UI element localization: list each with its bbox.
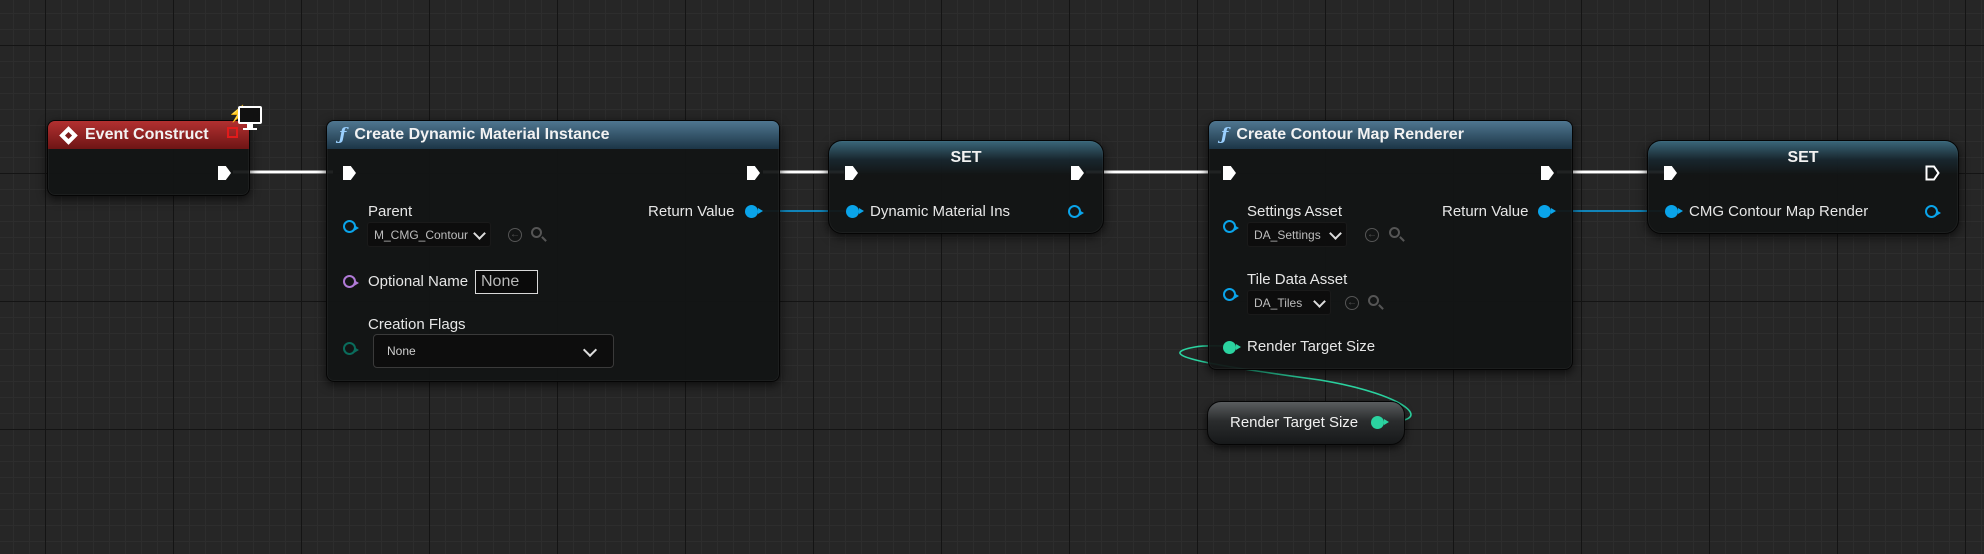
material-return-value-pin[interactable]	[745, 205, 763, 218]
create-contour-map-renderer-title: Create Contour Map Renderer	[1236, 126, 1464, 143]
event-construct-title: Event Construct	[85, 126, 209, 143]
material-return-value-label: Return Value	[648, 203, 735, 220]
browse-icon[interactable]	[1368, 295, 1379, 306]
create-dynamic-material-instance-header: ƒ Create Dynamic Material Instance	[327, 121, 779, 149]
renderer-return-value-label: Return Value	[1442, 203, 1529, 220]
monitor-icon: ⚡	[228, 106, 264, 132]
event-exec-out-pin[interactable]	[218, 166, 231, 180]
create-contour-map-renderer-header: ƒ Create Contour Map Renderer	[1209, 121, 1572, 149]
use-selected-icon[interactable]: ←	[1345, 296, 1359, 310]
material-exec-out-pin[interactable]	[747, 166, 760, 180]
set-renderer-variable-label: CMG Contour Map Render	[1689, 203, 1869, 220]
parent-asset-value: M_CMG_Contour	[374, 227, 469, 242]
settings-asset-picker[interactable]: DA_Settings	[1247, 222, 1347, 247]
creation-flags-dropdown[interactable]: None	[373, 334, 614, 368]
function-icon: ƒ	[339, 125, 347, 145]
event-construct-node[interactable]: Event Construct	[47, 120, 250, 196]
browse-icon[interactable]	[531, 227, 542, 238]
create-contour-map-renderer-node[interactable]: ƒ Create Contour Map Renderer Settings A…	[1208, 120, 1573, 370]
tile-data-asset-value: DA_Tiles	[1254, 295, 1303, 310]
set-contour-map-renderer-header: SET	[1648, 141, 1958, 175]
use-selected-icon[interactable]: ←	[508, 228, 522, 242]
render-target-size-variable-label: Render Target Size	[1230, 414, 1359, 431]
renderer-return-value-pin[interactable]	[1538, 205, 1556, 218]
parent-asset-picker[interactable]: M_CMG_Contour	[367, 222, 491, 247]
set-dynamic-material-header: SET	[829, 141, 1103, 175]
creation-flags-value: None	[387, 344, 416, 358]
optional-name-field[interactable]: None	[475, 270, 538, 294]
set-material-input-pin[interactable]	[846, 205, 864, 218]
set-renderer-output-pin[interactable]	[1925, 205, 1941, 218]
chevron-down-icon	[1329, 227, 1342, 240]
create-dynamic-material-instance-node[interactable]: ƒ Create Dynamic Material Instance Paren…	[326, 120, 780, 382]
render-target-size-output-pin[interactable]	[1371, 416, 1389, 429]
tile-data-asset-label: Tile Data Asset	[1247, 271, 1348, 288]
set-renderer-exec-in-pin[interactable]	[1664, 166, 1677, 180]
material-exec-in-pin[interactable]	[343, 166, 356, 180]
function-icon: ƒ	[1221, 125, 1229, 145]
render-target-size-input-pin[interactable]	[1223, 341, 1241, 354]
set-contour-map-renderer-node[interactable]: SET CMG Contour Map Render	[1647, 140, 1959, 234]
parent-label: Parent	[368, 203, 413, 220]
delegate-output-pin[interactable]	[227, 127, 238, 138]
renderer-exec-out-pin[interactable]	[1541, 166, 1554, 180]
tile-data-asset-picker[interactable]: DA_Tiles	[1247, 290, 1331, 315]
set-renderer-exec-out-pin[interactable]	[1925, 165, 1940, 181]
set-material-exec-out-pin[interactable]	[1071, 166, 1084, 180]
browse-icon[interactable]	[1389, 227, 1400, 238]
create-dynamic-material-instance-title: Create Dynamic Material Instance	[354, 126, 610, 143]
parent-input-pin[interactable]	[343, 220, 359, 233]
tile-data-asset-input-pin[interactable]	[1223, 288, 1239, 301]
creation-flags-input-pin[interactable]	[343, 342, 359, 355]
event-icon	[59, 125, 78, 145]
chevron-down-icon	[1313, 295, 1326, 308]
render-target-size-label: Render Target Size	[1247, 338, 1376, 355]
event-construct-header: Event Construct	[48, 121, 249, 149]
set-dynamic-material-title: SET	[950, 149, 982, 166]
set-material-output-pin[interactable]	[1068, 205, 1084, 218]
use-selected-icon[interactable]: ←	[1365, 228, 1379, 242]
set-contour-map-renderer-title: SET	[1787, 149, 1819, 166]
settings-asset-value: DA_Settings	[1254, 227, 1321, 242]
set-renderer-input-pin[interactable]	[1665, 205, 1683, 218]
chevron-down-icon	[473, 227, 486, 240]
set-material-exec-in-pin[interactable]	[845, 166, 858, 180]
render-target-size-variable-node[interactable]: Render Target Size	[1207, 401, 1405, 445]
settings-asset-input-pin[interactable]	[1223, 220, 1239, 233]
set-dynamic-material-node[interactable]: SET Dynamic Material Ins	[828, 140, 1104, 234]
set-material-variable-label: Dynamic Material Ins	[870, 203, 1011, 220]
chevron-down-icon	[582, 342, 598, 358]
optional-name-input-pin[interactable]	[343, 275, 359, 288]
optional-name-label: Optional Name	[368, 273, 469, 290]
settings-asset-label: Settings Asset	[1247, 203, 1343, 220]
creation-flags-label: Creation Flags	[368, 316, 466, 333]
renderer-exec-in-pin[interactable]	[1223, 166, 1236, 180]
